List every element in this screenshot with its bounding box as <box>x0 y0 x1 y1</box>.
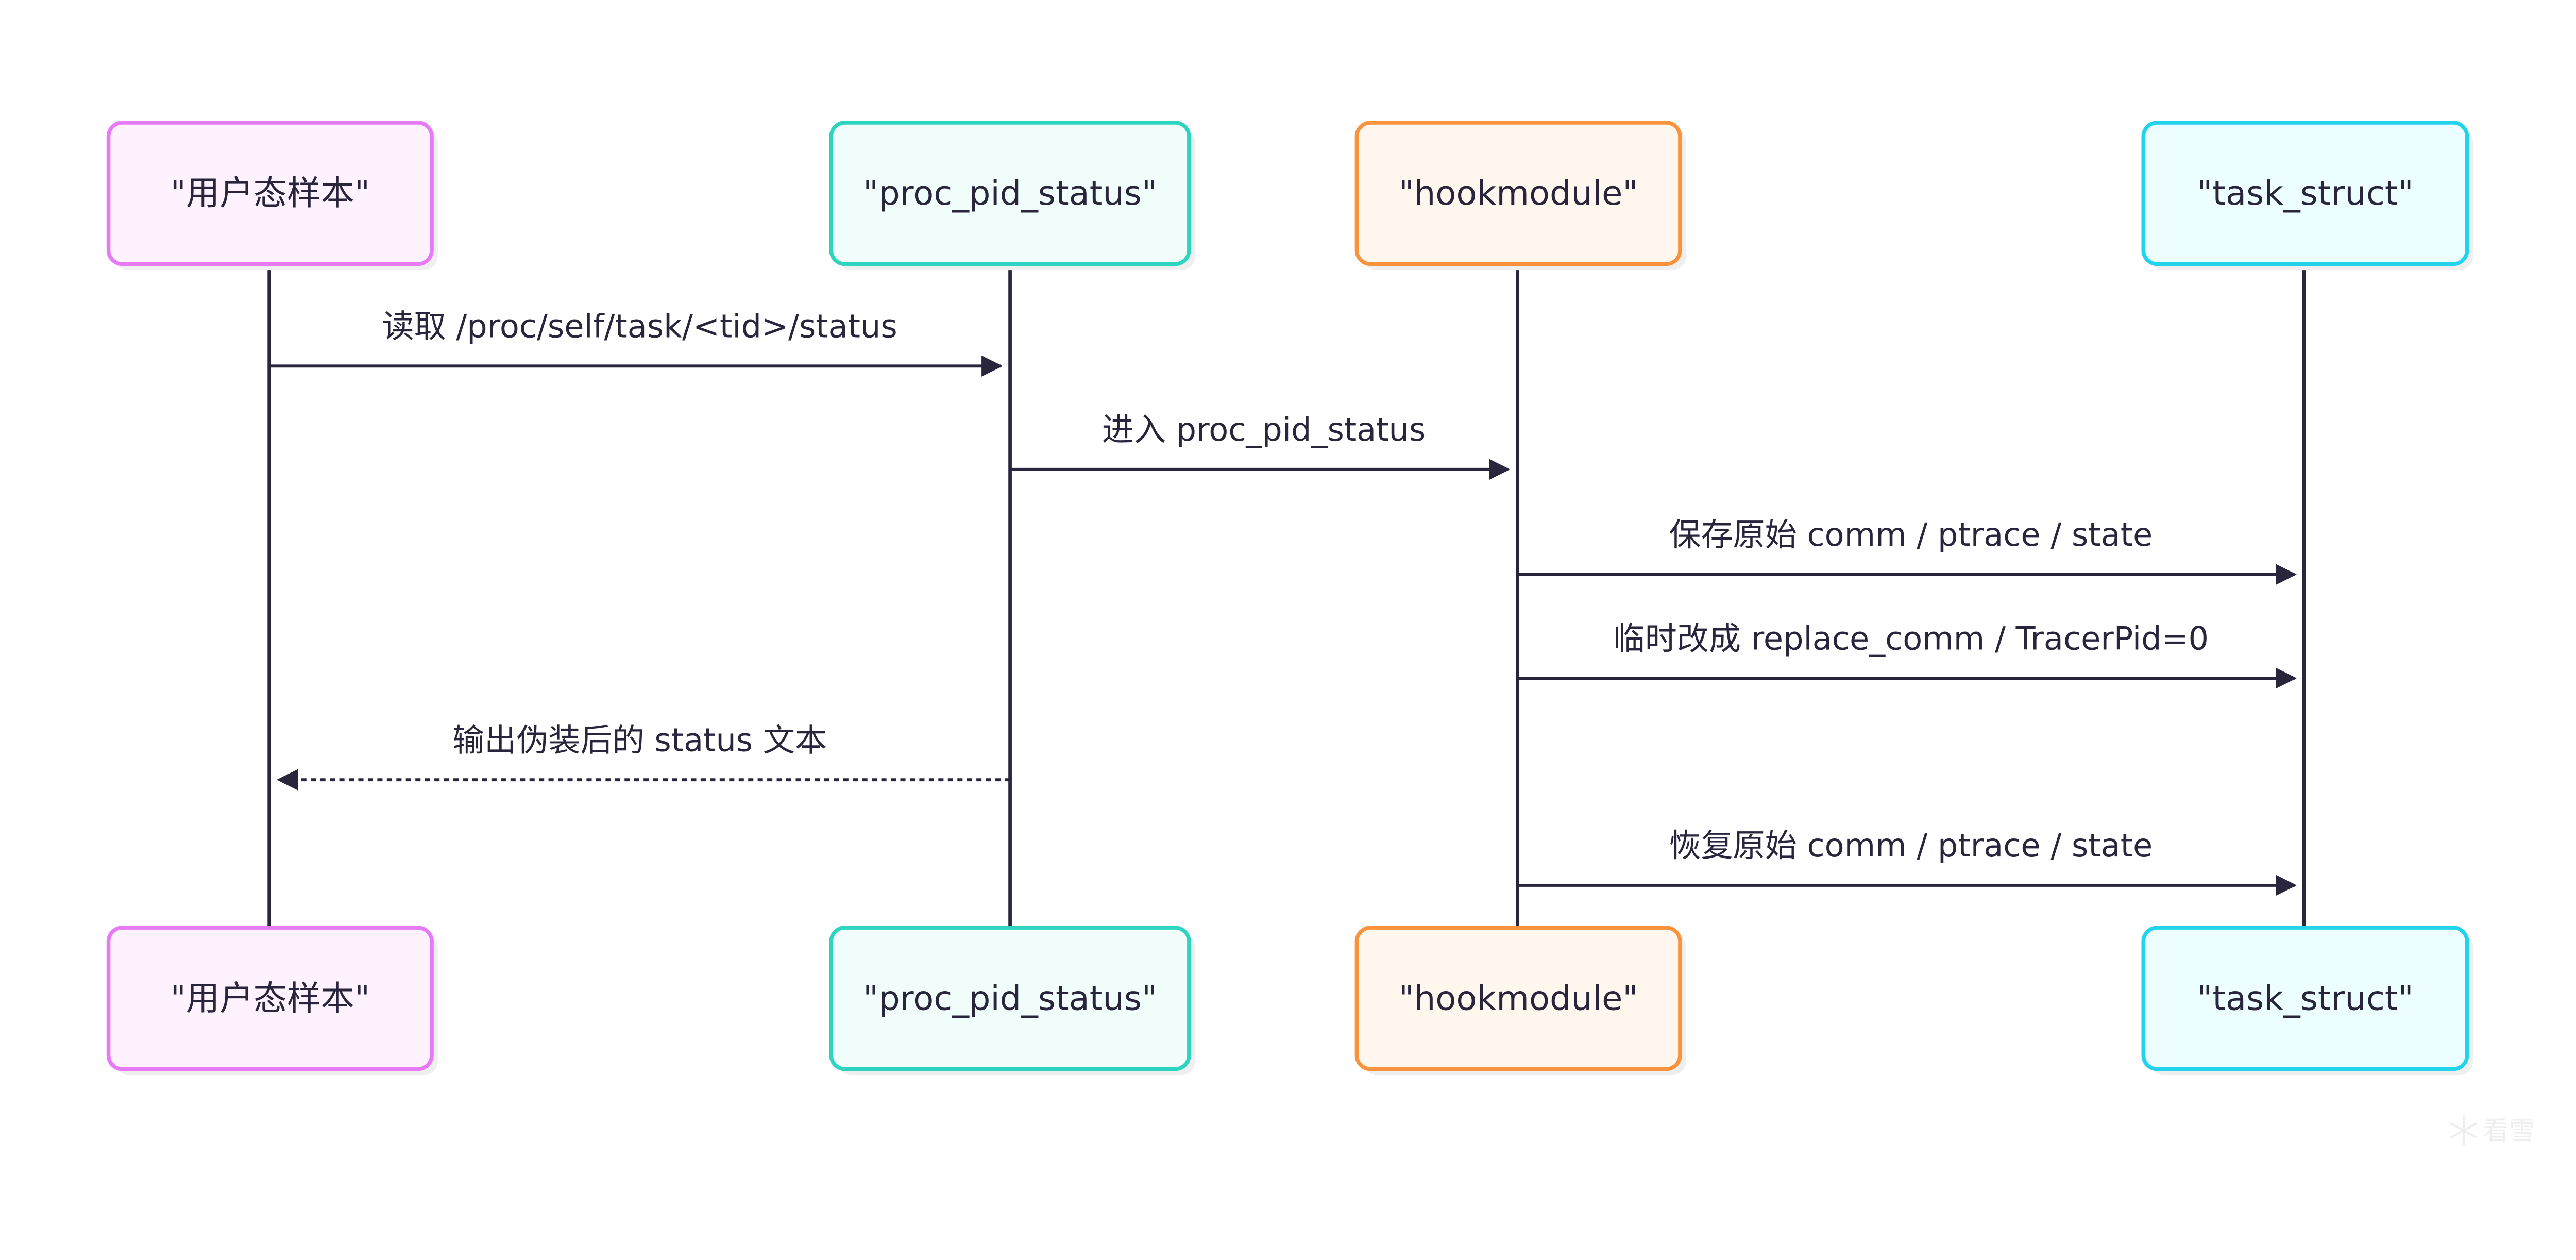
participant-label: "用户态样本" <box>171 174 370 213</box>
snowflake-icon <box>2450 1115 2478 1146</box>
participant-box <box>1354 121 1682 266</box>
participant-label: "task_struct" <box>2197 979 2413 1018</box>
participant-bottom[interactable]: "用户态样本" <box>106 926 438 1076</box>
participant-box <box>2141 926 2469 1071</box>
participant-box <box>829 121 1191 266</box>
message: 保存原始 comm / ptrace / state <box>1517 516 2297 585</box>
participant-label: "task_struct" <box>2197 174 2413 213</box>
message-label: 保存原始 comm / ptrace / state <box>1669 516 2153 553</box>
message: 读取 /proc/self/task/<tid>/status <box>269 308 1003 377</box>
participant-box <box>106 926 434 1071</box>
participant-box <box>1354 926 1682 1071</box>
participant-bottom[interactable]: "hookmodule" <box>1354 926 1686 1076</box>
participant-label: "proc_pid_status" <box>863 979 1157 1018</box>
message: 进入 proc_pid_status <box>1010 411 1511 480</box>
message-label: 输出伪装后的 status 文本 <box>452 721 827 759</box>
participant-top[interactable]: "hookmodule" <box>1354 121 1686 271</box>
message: 恢复原始 comm / ptrace / state <box>1517 827 2297 896</box>
message-label: 临时改成 replace_comm / TracerPid=0 <box>1613 619 2209 657</box>
participant-top[interactable]: "用户态样本" <box>106 121 438 271</box>
message: 临时改成 replace_comm / TracerPid=0 <box>1517 619 2297 689</box>
participant-label: "hookmodule" <box>1399 979 1638 1018</box>
participant-label: "用户态样本" <box>171 979 370 1018</box>
participant-bottom[interactable]: "task_struct" <box>2141 926 2473 1076</box>
participant-box <box>106 121 434 266</box>
message-label: 读取 /proc/self/task/<tid>/status <box>382 308 897 345</box>
participant-top[interactable]: "task_struct" <box>2141 121 2473 271</box>
participant-bottom[interactable]: "proc_pid_status" <box>829 926 1195 1076</box>
participant-label: "proc_pid_status" <box>863 174 1157 213</box>
message-label: 恢复原始 comm / ptrace / state <box>1669 827 2153 864</box>
message: 输出伪装后的 status 文本 <box>276 721 1010 791</box>
participant-box <box>829 926 1191 1071</box>
participant-box <box>2141 121 2469 266</box>
watermark: 看雪 <box>2450 1115 2535 1146</box>
message-label: 进入 proc_pid_status <box>1102 411 1426 448</box>
participant-label: "hookmodule" <box>1399 174 1638 213</box>
participant-top[interactable]: "proc_pid_status" <box>829 121 1195 271</box>
watermark-text: 看雪 <box>2483 1116 2535 1146</box>
